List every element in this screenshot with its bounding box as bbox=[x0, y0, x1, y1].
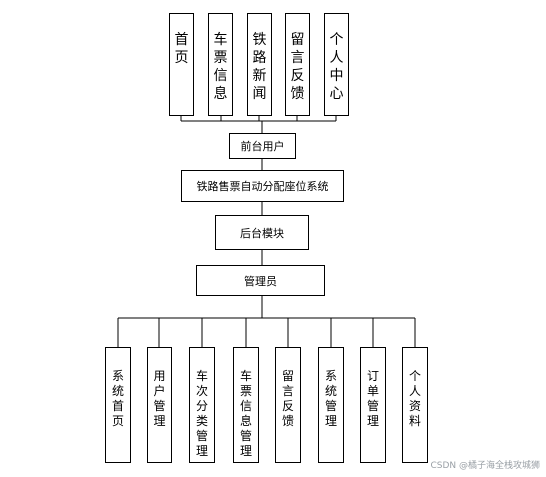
module-feedback-char-1: 言 bbox=[290, 50, 305, 66]
module-system-management-char-2: 管 bbox=[324, 399, 337, 413]
module-train-category-management-char-4: 管 bbox=[195, 429, 208, 443]
module-home-char-0: 首 bbox=[174, 32, 189, 48]
module-ticket-info-char-0: 车 bbox=[213, 32, 228, 48]
module-railway-news-char-2: 新 bbox=[252, 68, 267, 84]
module-personal-center-char-2: 中 bbox=[329, 68, 344, 84]
module-train-category-management-char-1: 次 bbox=[195, 384, 208, 398]
module-train-category-management-char-0: 车 bbox=[195, 369, 208, 383]
module-ticket-info-char-1: 票 bbox=[213, 50, 228, 66]
module-system-home-char-0: 系 bbox=[111, 369, 124, 383]
module-ticket-info: 车票信息 bbox=[208, 13, 233, 116]
module-feedback-char-3: 馈 bbox=[290, 86, 305, 102]
module-railway-news-char-1: 路 bbox=[252, 50, 267, 66]
module-train-category-management: 车次分类管理 bbox=[189, 347, 215, 463]
module-personal-center-char-1: 人 bbox=[329, 50, 344, 66]
module-order-management-char-0: 订 bbox=[366, 369, 379, 383]
module-ticket-info-management-char-4: 管 bbox=[239, 429, 252, 443]
module-home-char-1: 页 bbox=[174, 50, 189, 66]
module-message-feedback-char-1: 言 bbox=[281, 384, 294, 398]
module-system-management-char-0: 系 bbox=[324, 369, 337, 383]
module-personal-center-char-3: 心 bbox=[329, 86, 344, 102]
module-order-management-char-1: 单 bbox=[366, 384, 379, 398]
backend-module-box: 后台模块 bbox=[215, 215, 309, 250]
module-user-management-char-0: 用 bbox=[153, 369, 166, 383]
system-name-box: 铁路售票自动分配座位系统 bbox=[181, 170, 344, 202]
module-personal-profile-char-0: 个 bbox=[408, 369, 421, 383]
admin-label: 管理员 bbox=[244, 274, 277, 288]
module-system-management-char-1: 统 bbox=[324, 384, 337, 398]
front-user-box: 前台用户 bbox=[229, 133, 296, 159]
module-order-management-char-3: 理 bbox=[366, 414, 379, 428]
backend-module-label: 后台模块 bbox=[240, 226, 284, 240]
module-train-category-management-char-3: 类 bbox=[195, 414, 208, 428]
module-personal-center-char-0: 个 bbox=[329, 32, 344, 48]
module-message-feedback: 留言反馈 bbox=[275, 347, 301, 463]
module-user-management-char-1: 户 bbox=[153, 384, 166, 398]
module-system-home-char-1: 统 bbox=[111, 384, 124, 398]
watermark: CSDN @橘子海全栈攻城狮 bbox=[430, 461, 540, 471]
module-ticket-info-management-char-1: 票 bbox=[239, 384, 252, 398]
module-order-management-char-2: 管 bbox=[366, 399, 379, 413]
module-system-home-char-2: 首 bbox=[111, 399, 124, 413]
module-personal-profile-char-3: 料 bbox=[408, 414, 421, 428]
module-railway-news-char-0: 铁 bbox=[252, 32, 267, 48]
module-order-management: 订单管理 bbox=[360, 347, 386, 463]
module-user-management-char-3: 理 bbox=[153, 414, 166, 428]
module-feedback-char-2: 反 bbox=[290, 68, 305, 84]
module-ticket-info-char-2: 信 bbox=[213, 68, 228, 84]
module-system-management: 系统管理 bbox=[318, 347, 344, 463]
module-personal-profile: 个人资料 bbox=[402, 347, 428, 463]
module-personal-profile-char-1: 人 bbox=[408, 384, 421, 398]
module-message-feedback-char-3: 馈 bbox=[281, 414, 294, 428]
module-train-category-management-char-2: 分 bbox=[195, 399, 208, 413]
module-personal-center: 个人中心 bbox=[324, 13, 349, 116]
module-ticket-info-management-char-0: 车 bbox=[239, 369, 252, 383]
module-user-management-char-2: 管 bbox=[153, 399, 166, 413]
module-message-feedback-char-0: 留 bbox=[281, 369, 294, 383]
module-feedback: 留言反馈 bbox=[285, 13, 310, 116]
module-ticket-info-management: 车票信息管理 bbox=[233, 347, 259, 463]
module-feedback-char-0: 留 bbox=[290, 32, 305, 48]
front-user-label: 前台用户 bbox=[240, 140, 285, 153]
module-system-management-char-3: 理 bbox=[324, 414, 337, 428]
module-train-category-management-char-5: 理 bbox=[195, 444, 208, 458]
module-ticket-info-management-char-3: 息 bbox=[239, 414, 252, 428]
admin-box: 管理员 bbox=[196, 265, 325, 296]
module-home: 首页 bbox=[169, 13, 194, 116]
module-system-home: 系统首页 bbox=[105, 347, 131, 463]
module-ticket-info-management-char-2: 信 bbox=[239, 399, 252, 413]
module-ticket-info-management-char-5: 理 bbox=[239, 444, 252, 458]
module-message-feedback-char-2: 反 bbox=[281, 399, 294, 413]
module-ticket-info-char-3: 息 bbox=[213, 86, 228, 102]
module-user-management: 用户管理 bbox=[147, 347, 172, 463]
module-personal-profile-char-2: 资 bbox=[408, 399, 421, 413]
module-railway-news-char-3: 闻 bbox=[252, 86, 267, 102]
module-system-home-char-3: 页 bbox=[111, 414, 124, 428]
module-railway-news: 铁路新闻 bbox=[247, 13, 272, 116]
system-name-label: 铁路售票自动分配座位系统 bbox=[196, 180, 329, 193]
